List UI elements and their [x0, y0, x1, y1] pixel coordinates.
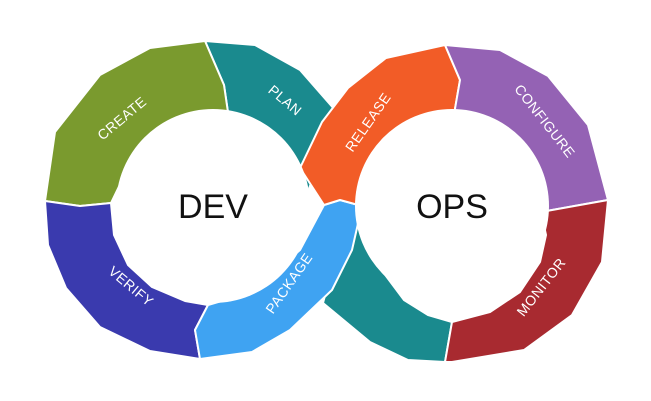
segment-monitor — [444, 199, 609, 363]
ops-hub — [355, 109, 549, 303]
ops-label: OPS — [416, 188, 488, 226]
dev-hub — [116, 109, 310, 303]
dev-label: DEV — [178, 188, 248, 226]
